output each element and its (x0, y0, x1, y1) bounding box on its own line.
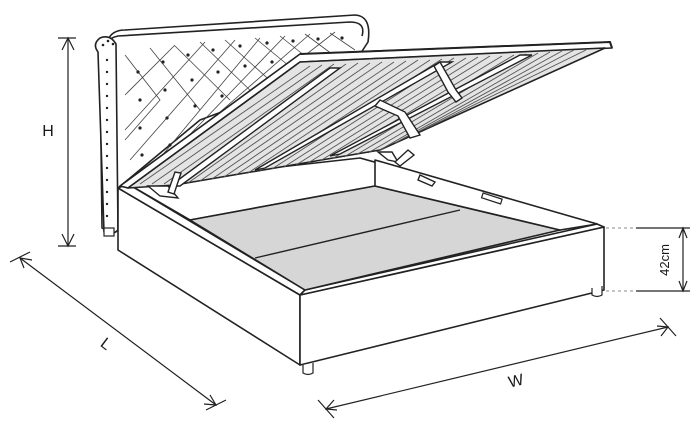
handle-slot (480, 192, 503, 205)
platform-crossbars (167, 54, 533, 187)
slats (139, 49, 587, 185)
length-label: L (97, 335, 114, 354)
headboard-tufting (124, 31, 356, 171)
bed-feet (302, 286, 603, 376)
tufting-buttons (136, 36, 344, 157)
gas-lift-struts (146, 61, 464, 199)
width-label: W (507, 371, 526, 391)
nailhead-trim (101, 39, 115, 218)
height-label: H (42, 123, 54, 140)
bed-base (117, 157, 605, 366)
platform-top-edge (299, 40, 613, 55)
dimension-lines (9, 36, 690, 419)
dimension-leaders (606, 227, 636, 292)
base-height-label: 42cm (657, 244, 672, 276)
headboard-foot (103, 227, 115, 237)
